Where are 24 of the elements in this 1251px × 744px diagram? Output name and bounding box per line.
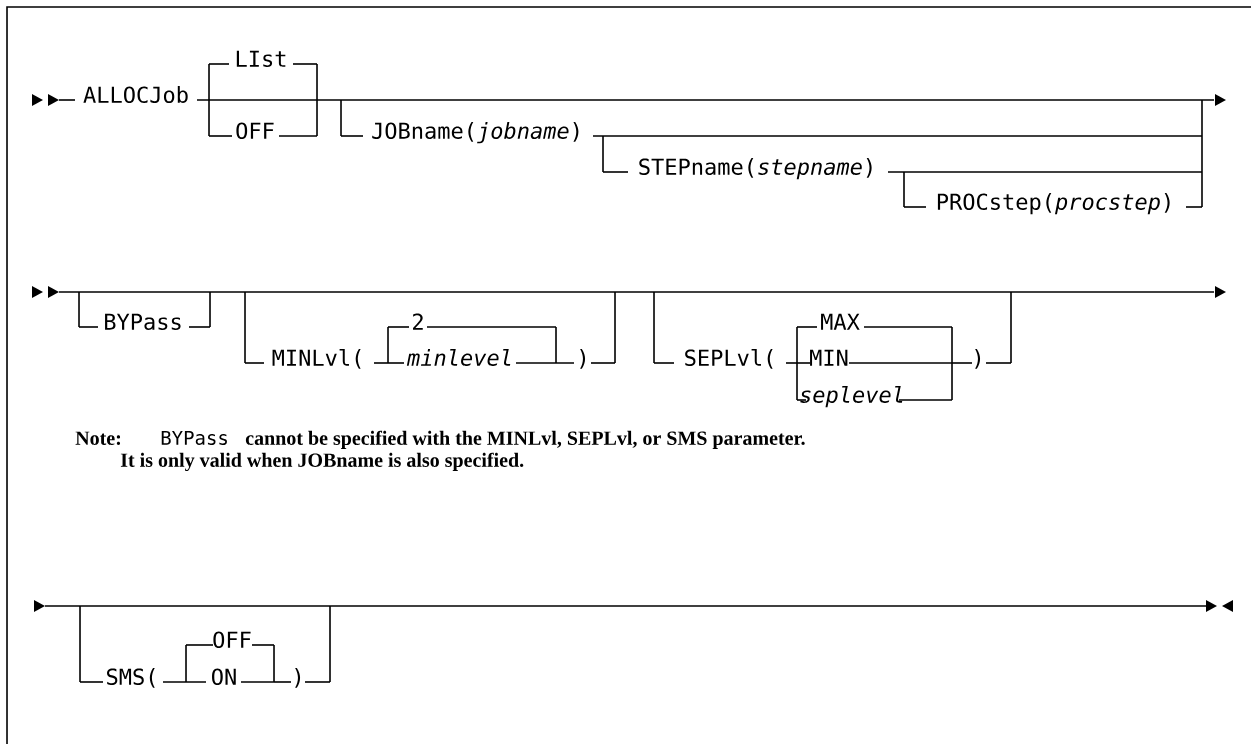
syntax-keyword: PROCstep(procstep) — [937, 193, 1170, 215]
syntax-keyword: LIst — [236, 50, 286, 68]
syntax-variable: seplevel — [800, 385, 903, 408]
syntax-keyword: STEPname(stepname) — [639, 158, 872, 180]
syntax-keyword: ) — [975, 349, 981, 369]
syntax-keyword: SMS( — [107, 668, 155, 688]
syntax-keyword: MIN — [810, 349, 848, 366]
syntax-variable: minlevel — [406, 348, 511, 367]
syntax-keyword: 2 — [413, 313, 423, 330]
syntax-keyword: ) — [295, 668, 301, 688]
syntax-keyword: ON — [212, 668, 236, 686]
syntax-keyword: MAX — [821, 313, 860, 330]
syntax-keyword: OFF — [213, 631, 251, 649]
note-text: cannot be specified with the MINLvl, SEPLvl, or SMS parameter. — [245, 430, 805, 449]
note-keyword: BYPass — [161, 430, 227, 445]
syntax-keyword: MINLvl( — [272, 348, 361, 369]
syntax-keyword: OFF — [236, 122, 274, 140]
syntax-keyword: ALLOCJob — [83, 86, 188, 104]
note-text: It is only valid when JOBname is also specified. — [120, 452, 524, 472]
syntax-keyword: BYPass — [105, 313, 181, 331]
syntax-keyword: ) — [580, 349, 586, 369]
note-text: Note: — [75, 431, 121, 445]
syntax-keyword: JOBname(jobname) — [372, 122, 579, 144]
syntax-keyword: SEPLvl( — [685, 348, 773, 369]
